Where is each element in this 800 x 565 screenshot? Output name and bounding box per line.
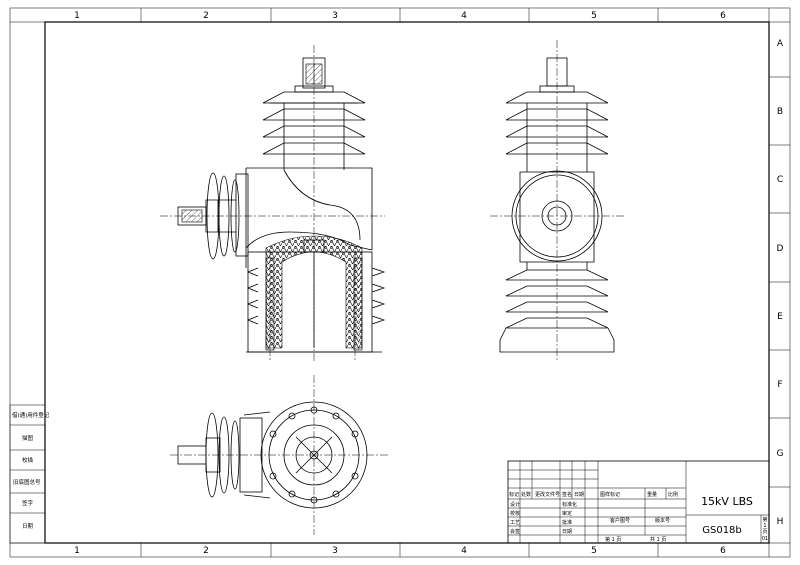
side-table-cell: 借(通)用件登记 [12, 411, 50, 419]
col-label: 6 [720, 11, 726, 21]
tb-approval: 设计 [510, 501, 520, 508]
front-section-view [160, 45, 386, 362]
col-label: 6 [720, 546, 726, 556]
tb-right-col: 页 [762, 529, 767, 535]
tb-version-label: 版本号 [655, 517, 670, 524]
drawing-title: 15kV LBS [701, 495, 753, 508]
tb-approval: 会签 [510, 528, 520, 535]
col-label: 5 [591, 11, 597, 21]
tb-header: 日期 [574, 492, 584, 498]
tb-approval: 工艺 [510, 520, 520, 526]
row-label: F [777, 380, 782, 390]
row-labels: A B C D E F G H [777, 39, 784, 527]
tb-right-col-bottom: 01 [762, 536, 768, 542]
col-label: 2 [203, 546, 209, 556]
tb-approval: 批准 [562, 519, 572, 526]
drawing-frame [9, 7, 791, 558]
tb-header: 处数 [521, 491, 531, 498]
side-table: 借(通)用件登记 描图 校描 旧底图总号 签字 日期 [9, 404, 50, 544]
column-labels-bottom: 1 2 3 4 5 6 [74, 546, 726, 556]
title-block: 标记 处数 更改文件号 签名 日期 图样标记 重量 比例 设计 校核 工艺 会签… [507, 460, 770, 544]
tb-approval: 校核 [510, 510, 520, 517]
row-label: E [777, 312, 783, 322]
plan-view [170, 375, 390, 535]
side-table-cell: 旧底图总号 [13, 478, 41, 486]
row-label: C [777, 175, 783, 185]
tb-sheet: 第 1 页 [605, 536, 621, 543]
tb-ref-label: 图样标记 [600, 491, 620, 498]
drawing-number: GS018b [702, 525, 742, 536]
row-label: G [777, 449, 784, 459]
side-table-cell: 描图 [22, 434, 34, 442]
side-table-cell: 校描 [22, 456, 34, 464]
col-label: 4 [461, 546, 467, 556]
tb-approval: 日期 [562, 529, 572, 535]
row-label: D [777, 244, 784, 254]
col-label: 4 [461, 11, 467, 21]
side-table-cell: 签字 [22, 499, 34, 507]
tb-total: 共 1 页 [650, 536, 666, 543]
side-view [490, 40, 625, 362]
col-label: 5 [591, 546, 597, 556]
tb-scale-label: 比例 [668, 491, 678, 498]
col-label: 3 [332, 11, 338, 21]
tb-header: 更改文件号 [535, 491, 560, 498]
tb-header: 标记 [509, 491, 519, 498]
column-labels-top: 1 2 3 4 5 6 [74, 11, 726, 21]
tb-right-col: 1 [763, 523, 766, 529]
row-label: A [777, 39, 784, 49]
tb-customer-label: 客户图号 [610, 517, 630, 524]
tb-approval: 审定 [562, 510, 572, 517]
tb-header: 签名 [562, 491, 572, 498]
col-label: 1 [74, 546, 80, 556]
col-label: 2 [203, 11, 209, 21]
tb-weight-label: 重量 [647, 491, 657, 498]
tb-approval: 标准化 [562, 501, 577, 508]
side-table-cell: 日期 [22, 523, 34, 530]
col-label: 1 [74, 11, 80, 21]
row-label: H [777, 517, 784, 527]
tb-right-col: 第 [762, 516, 767, 523]
row-label: B [777, 107, 783, 117]
col-label: 3 [332, 546, 338, 556]
